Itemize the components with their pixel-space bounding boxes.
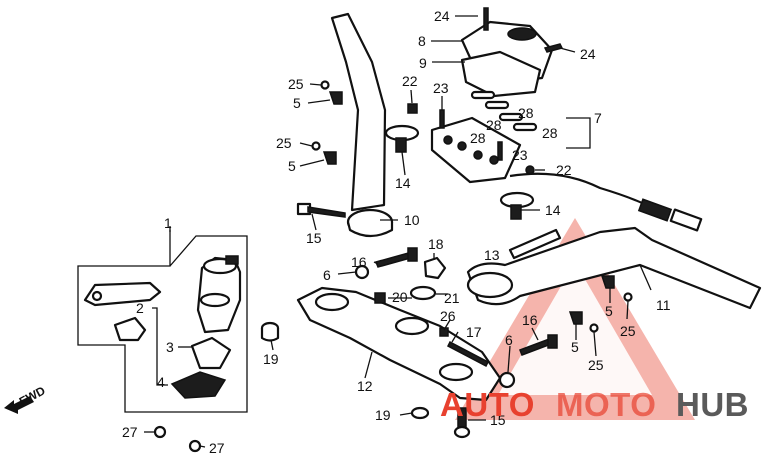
bolt-16-right bbox=[519, 334, 558, 356]
watermark-middle: MOTO bbox=[556, 386, 656, 423]
callout-27-upper: 27 bbox=[122, 424, 138, 440]
watermark-suffix: HUB bbox=[676, 386, 749, 423]
part-26 bbox=[439, 327, 449, 337]
watermark-prefix: AUTO bbox=[440, 386, 535, 423]
callout-5-right-lower: 5 bbox=[571, 339, 579, 355]
callout-20: 20 bbox=[392, 289, 408, 305]
switch-bracket bbox=[83, 281, 162, 307]
forward-arrow bbox=[4, 396, 34, 414]
right-handlebar bbox=[466, 226, 762, 310]
nut-18 bbox=[423, 256, 447, 280]
screw-27-upper bbox=[153, 425, 167, 439]
callout-11: 11 bbox=[656, 297, 671, 313]
callout-22-left: 22 bbox=[402, 73, 418, 89]
callout-2: 2 bbox=[136, 300, 144, 316]
clip-5-right-lower bbox=[568, 311, 583, 325]
callout-17: 17 bbox=[466, 324, 482, 340]
screw-27-lower bbox=[188, 439, 202, 453]
washer-21 bbox=[409, 285, 437, 301]
callout-24-top: 24 bbox=[434, 8, 450, 24]
callout-25-right-lower: 25 bbox=[588, 357, 604, 373]
callout-5-right-upper: 5 bbox=[605, 303, 613, 319]
screw-24-top bbox=[483, 7, 489, 31]
callout-14-right: 14 bbox=[545, 202, 561, 218]
bolt-25-mid bbox=[311, 141, 321, 151]
indicator-panel bbox=[430, 116, 522, 184]
cap-19-left bbox=[260, 321, 280, 342]
bolt-16-left bbox=[374, 247, 418, 268]
callout-16-left: 16 bbox=[351, 254, 367, 270]
ignition-switch-cover bbox=[190, 336, 232, 370]
callout-23-lower: 23 bbox=[512, 147, 528, 163]
watermark-logo: AUTO MOTO HUB bbox=[440, 386, 749, 423]
callout-5-upper: 5 bbox=[293, 95, 301, 111]
callout-23-upper: 23 bbox=[433, 80, 449, 96]
wire-connector bbox=[637, 198, 703, 232]
nut-6-right bbox=[498, 371, 516, 389]
callout-15-bottom: 15 bbox=[490, 412, 506, 428]
bolt-17 bbox=[447, 340, 489, 368]
callout-7: 7 bbox=[594, 110, 602, 126]
callout-28-b: 28 bbox=[486, 117, 502, 133]
callout-12: 12 bbox=[357, 378, 373, 394]
callout-28-c: 28 bbox=[542, 125, 558, 141]
callout-10: 10 bbox=[404, 212, 420, 228]
callout-6-right: 6 bbox=[505, 332, 513, 348]
callout-27-lower: 27 bbox=[209, 440, 225, 456]
cap-19-bottom bbox=[410, 406, 430, 420]
fork-top-bridge bbox=[296, 286, 502, 402]
bolt-15-bottom bbox=[453, 407, 471, 439]
cap-14-right bbox=[499, 191, 535, 220]
callout-5-mid: 5 bbox=[288, 158, 296, 174]
callout-16-right: 16 bbox=[522, 312, 538, 328]
part-13-rod bbox=[508, 228, 562, 260]
ignition-switch-body bbox=[196, 255, 242, 334]
bolt-25-right-upper bbox=[623, 292, 633, 302]
cap-14-left bbox=[384, 124, 420, 153]
callout-21: 21 bbox=[444, 290, 460, 306]
bulb-sockets bbox=[470, 90, 538, 132]
bolt-25-upper bbox=[320, 80, 330, 90]
switch-bottom-plate bbox=[170, 371, 227, 399]
callout-24-right: 24 bbox=[580, 46, 596, 62]
callouts: 1 2 3 4 5 5 5 5 6 6 7 8 9 10 11 12 13 14… bbox=[122, 8, 671, 456]
clip-5-upper bbox=[328, 91, 343, 105]
meter-base bbox=[460, 50, 542, 98]
callout-1: 1 bbox=[164, 215, 172, 231]
callout-18: 18 bbox=[428, 236, 444, 252]
part-20 bbox=[374, 292, 386, 304]
callout-8: 8 bbox=[418, 33, 426, 49]
clip-5-right-upper bbox=[600, 275, 615, 289]
callout-22-right: 22 bbox=[556, 162, 572, 178]
callout-13: 13 bbox=[484, 247, 500, 263]
callout-28-a: 28 bbox=[518, 105, 534, 121]
leader-lines bbox=[144, 15, 652, 448]
callout-14-left: 14 bbox=[395, 175, 411, 191]
switch-group-outline bbox=[77, 230, 248, 413]
callout-28-d: 28 bbox=[470, 130, 486, 146]
callout-26: 26 bbox=[440, 308, 456, 324]
callout-15-left: 15 bbox=[306, 230, 322, 246]
bolt-15-left bbox=[296, 202, 346, 218]
callout-6-left: 6 bbox=[323, 267, 331, 283]
callout-25-upper: 25 bbox=[288, 76, 304, 92]
forward-label: FWD bbox=[17, 383, 48, 408]
callout-4: 4 bbox=[157, 374, 165, 390]
callout-25-mid: 25 bbox=[276, 135, 292, 151]
wire-harness bbox=[509, 172, 661, 213]
callout-3: 3 bbox=[166, 339, 174, 355]
mounting-plate bbox=[113, 316, 147, 342]
screw-23-lower bbox=[497, 141, 503, 161]
callout-25-right-upper: 25 bbox=[620, 323, 636, 339]
callout-19-left: 19 bbox=[263, 351, 279, 367]
callout-19-bottom: 19 bbox=[375, 407, 391, 423]
left-handlebar bbox=[330, 12, 394, 238]
callout-9: 9 bbox=[419, 55, 427, 71]
clip-5-mid bbox=[322, 151, 337, 165]
screw-23-upper bbox=[439, 109, 445, 129]
bolt-25-right-lower bbox=[589, 323, 599, 333]
nut-22-top bbox=[407, 103, 418, 114]
